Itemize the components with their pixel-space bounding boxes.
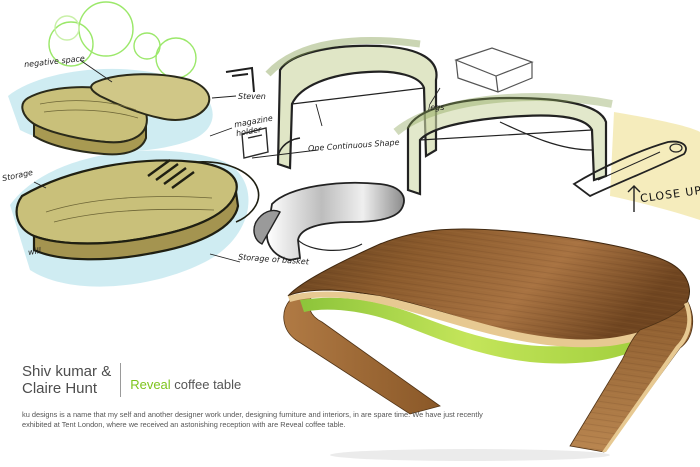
sketch-metal-table <box>253 181 405 261</box>
sketch-pillows <box>21 73 211 156</box>
negative-space-bubbles <box>48 1 197 79</box>
annotation-legs: legs <box>428 103 445 112</box>
sketch-tray <box>15 159 260 261</box>
sketch-table-right <box>393 93 613 196</box>
author-line-1: Shiv kumar & <box>22 363 112 380</box>
sketch-holder <box>241 127 269 159</box>
sketch-box <box>454 47 534 93</box>
sketch-close-up <box>572 112 700 220</box>
credits-block: Shiv kumar & Claire Hunt Reveal coffee t… <box>22 363 241 397</box>
reveal-coffee-table-render <box>283 228 694 461</box>
table-green-insert <box>300 297 636 364</box>
author-line-2: Claire Hunt <box>22 380 98 397</box>
author-names: Shiv kumar & Claire Hunt <box>22 363 122 397</box>
table-left-leg <box>283 295 441 415</box>
annotation-leaders <box>33 59 441 263</box>
project-description: ku designs is a name that my self and an… <box>22 410 483 429</box>
annotation-steven: Steven <box>238 92 266 101</box>
project-title: Reveal coffee table <box>130 363 241 392</box>
sketch-bracket <box>225 66 255 93</box>
sketch-table-top <box>265 37 438 170</box>
project-title-rest: coffee table <box>170 377 242 392</box>
project-title-accent: Reveal <box>130 377 171 392</box>
